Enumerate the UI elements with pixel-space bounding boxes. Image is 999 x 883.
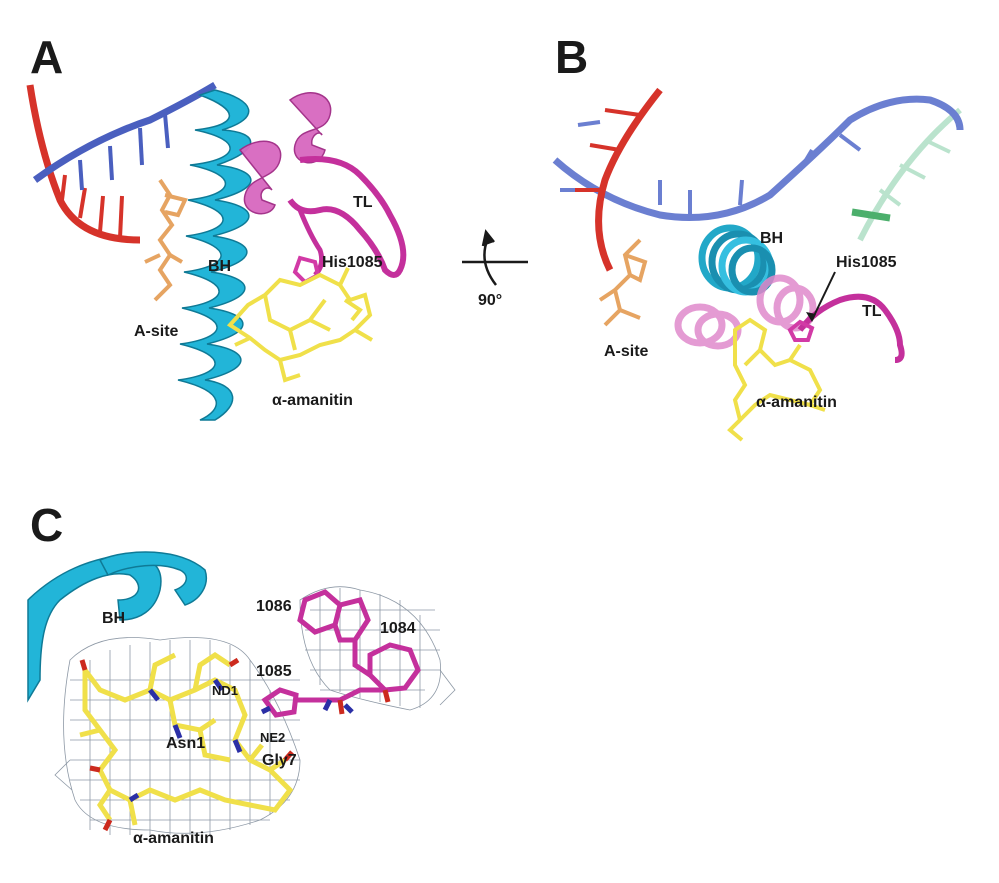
panel-letter-a: A bbox=[30, 31, 64, 83]
trigger-loop-residues-c bbox=[261, 589, 421, 718]
rotation-symbol bbox=[462, 229, 528, 286]
rotation-label: 90° bbox=[478, 292, 503, 309]
amanitin-ligand-c bbox=[79, 651, 294, 826]
panel-a-structure bbox=[26, 81, 407, 421]
oxygen-atoms-amanitin bbox=[79, 657, 294, 832]
label-residue-1084: 1084 bbox=[380, 620, 416, 637]
his1085-arrow bbox=[811, 271, 836, 321]
label-residue-1085: 1085 bbox=[256, 663, 292, 680]
nitrogen-atoms-amanitin bbox=[128, 678, 243, 803]
dna-nontemplate-bases bbox=[78, 113, 170, 191]
label-tl-a: TL bbox=[353, 194, 373, 211]
asite-ligand-b bbox=[598, 238, 648, 327]
dna-template-strand bbox=[26, 84, 141, 244]
label-residue-1086: 1086 bbox=[256, 598, 292, 615]
label-bh-a: BH bbox=[208, 258, 232, 275]
dna-template-bases bbox=[60, 174, 124, 239]
label-asite-b: A-site bbox=[604, 343, 649, 360]
label-tl-b: TL bbox=[862, 303, 882, 320]
label-gly7: Gly7 bbox=[262, 752, 297, 769]
dna-faded-green bbox=[857, 107, 962, 242]
label-asite-a: A-site bbox=[134, 323, 179, 340]
asite-ligand bbox=[144, 178, 188, 302]
dna-nontemplate-bases-b bbox=[560, 120, 862, 218]
trigger-loop-b bbox=[674, 274, 817, 350]
nitrogen-atoms-c bbox=[260, 698, 354, 715]
bridge-helix-c bbox=[27, 554, 162, 703]
label-amanitin-c: α-amanitin bbox=[133, 830, 214, 847]
label-ne2: NE2 bbox=[260, 730, 286, 745]
label-amanitin-a: α-amanitin bbox=[272, 392, 353, 409]
dna-template-bases-b bbox=[575, 108, 641, 192]
panel-letter-b: B bbox=[555, 31, 589, 83]
bridge-helix-a bbox=[177, 89, 252, 421]
amanitin-ligand-b bbox=[727, 317, 826, 442]
label-his1085-a: His1085 bbox=[322, 254, 383, 271]
bridge-helix-b bbox=[698, 224, 776, 296]
bridge-helix-c-back bbox=[98, 551, 207, 606]
panel-b-structure bbox=[552, 87, 964, 442]
trigger-loop-coil-b bbox=[797, 293, 905, 363]
panel-c-structure bbox=[27, 551, 456, 835]
dna-nontemplate-strand bbox=[32, 81, 217, 183]
dna-template-strand-b bbox=[595, 87, 663, 272]
label-bh-b: BH bbox=[760, 230, 784, 247]
trigger-loop-a bbox=[238, 92, 332, 215]
amanitin-ligand-a bbox=[226, 267, 374, 383]
label-bh-c: BH bbox=[102, 610, 126, 627]
label-nd1: ND1 bbox=[212, 683, 239, 698]
label-his1085-b: His1085 bbox=[836, 254, 897, 271]
trigger-loop-coil-a bbox=[287, 156, 407, 278]
oxygen-atoms-tl bbox=[337, 689, 391, 715]
label-asn1: Asn1 bbox=[166, 735, 206, 752]
trigger-loop-stem-a bbox=[297, 209, 325, 277]
his1085-arrowhead bbox=[806, 312, 816, 322]
his1085-residue-b bbox=[787, 319, 815, 342]
label-amanitin-b: α-amanitin bbox=[756, 394, 837, 411]
panel-letter-c: C bbox=[30, 499, 64, 551]
green-base bbox=[851, 208, 891, 222]
